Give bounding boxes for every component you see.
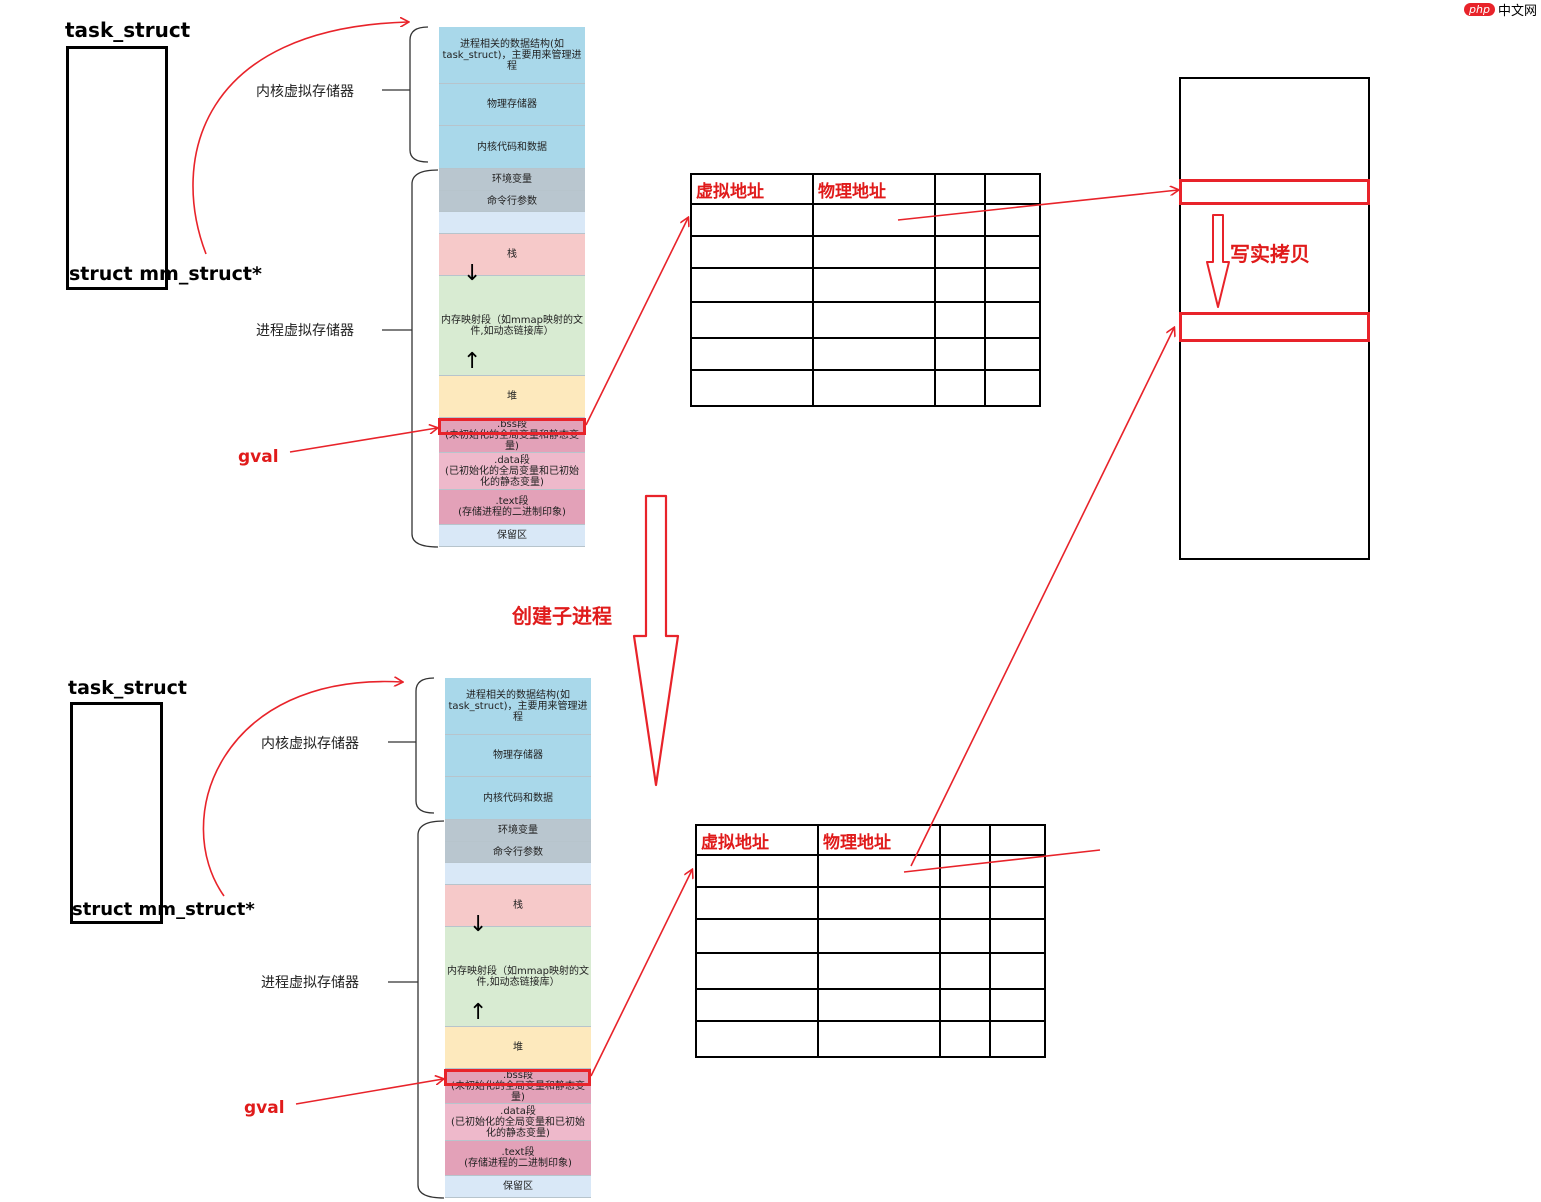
segment-text-title: .text段	[501, 1147, 535, 1158]
top-page-table: 虚拟地址 物理地址	[690, 173, 1041, 407]
bottom-page-table: 虚拟地址 物理地址	[695, 824, 1046, 1058]
bottom-task-struct-box	[70, 702, 163, 924]
create-child-arrow-icon	[632, 494, 680, 787]
create-child-label: 创建子进程	[512, 604, 612, 628]
segment-cmd: 命令行参数	[445, 842, 591, 863]
segment-reserved: 保留区	[439, 525, 585, 547]
bottom-mm-curve-arrow	[202, 682, 402, 897]
top-process-memory-label: 进程虚拟存储器	[256, 323, 354, 339]
bottom-table-to-physical-arrow	[910, 328, 1174, 867]
down-arrow-icon: ↓	[463, 261, 482, 286]
segment-heap-text: 堆	[507, 391, 517, 402]
top-mm-struct-label: struct mm_struct*	[69, 263, 262, 285]
segment-text: .text段 (存储进程的二进制印象)	[439, 490, 585, 525]
bottom-bss-to-table-arrow	[590, 870, 692, 1077]
top-bss-to-table-arrow	[585, 218, 688, 426]
bottom-task-struct-title: task_struct	[68, 677, 187, 699]
segment-bss-title: .bss段	[497, 418, 527, 430]
top-task-struct-title: task_struct	[65, 18, 191, 42]
segment-gap	[439, 212, 585, 234]
logo-badge: php	[1464, 3, 1495, 16]
top-memory-layout: 进程相关的数据结构(如task_struct)，主要用来管理进程 物理存储器 内…	[439, 27, 585, 547]
top-col-virtual: 虚拟地址	[690, 173, 814, 205]
segment-kernel-code: 内核代码和数据	[445, 777, 591, 820]
bottom-gval-label: gval	[244, 1098, 285, 1118]
bottom-process-memory-label: 进程虚拟存储器	[261, 975, 359, 991]
segment-physical-memory: 物理存储器	[445, 735, 591, 777]
segment-env: 环境变量	[439, 169, 585, 191]
segment-mmap: ↓ 内存映射段（如mmap映射的文件,如动态链接库）	[445, 914, 591, 1027]
bottom-col-virtual: 虚拟地址	[695, 824, 819, 856]
segment-bss-desc: (未初始化的全局变量和静态变量)	[445, 429, 579, 452]
logo-text: 中文网	[1497, 4, 1537, 19]
segment-heap: ↑ 堆	[445, 1002, 591, 1069]
physical-page-copy	[1179, 312, 1370, 342]
top-mm-curve-arrow	[192, 22, 408, 255]
segment-stack: 栈	[439, 234, 585, 276]
segment-bss-title: .bss段	[503, 1069, 533, 1081]
bottom-gval-arrow	[295, 1079, 443, 1105]
segment-mmap: ↓ 内存映射段（如mmap映射的文件,如动态链接库）	[439, 263, 585, 376]
top-col-physical: 物理地址	[812, 173, 936, 205]
segment-gap	[445, 863, 591, 885]
up-arrow-icon: ↑	[469, 1000, 488, 1025]
top-bss-highlight	[438, 418, 586, 435]
segment-task-data: 进程相关的数据结构(如task_struct)，主要用来管理进程	[445, 678, 591, 735]
segment-data: .data段 (已初始化的全局变量和已初始化的静态变量)	[445, 1104, 591, 1141]
segment-cmd: 命令行参数	[439, 191, 585, 212]
segment-kernel-code: 内核代码和数据	[439, 126, 585, 169]
segment-reserved: 保留区	[445, 1176, 591, 1198]
bottom-process-brace	[388, 820, 445, 1199]
top-kernel-memory-label: 内核虚拟存储器	[256, 84, 354, 100]
site-logo: php 中文网	[1464, 0, 1537, 19]
segment-bss-desc: (未初始化的全局变量和静态变量)	[451, 1080, 585, 1103]
segment-heap: ↑ 堆	[439, 351, 585, 418]
segment-data-title: .data段	[494, 454, 530, 466]
segment-data-desc: (已初始化的全局变量和已初始化的静态变量)	[445, 465, 579, 488]
bottom-memory-layout: 进程相关的数据结构(如task_struct)，主要用来管理进程 物理存储器 内…	[445, 678, 591, 1198]
segment-physical-memory: 物理存储器	[439, 84, 585, 126]
segment-bss: .bss段 (未初始化的全局变量和静态变量)	[445, 1069, 591, 1104]
segment-data-title: .data段	[500, 1105, 536, 1117]
segment-text-desc: (存储进程的二进制印象)	[458, 507, 566, 518]
physical-page-original	[1179, 179, 1370, 205]
segment-bss: .bss段 (未初始化的全局变量和静态变量)	[439, 418, 585, 453]
bottom-mm-struct-label: struct mm_struct*	[72, 899, 255, 920]
bottom-kernel-brace	[388, 677, 435, 814]
segment-env: 环境变量	[445, 820, 591, 842]
top-gval-arrow	[289, 428, 437, 453]
up-arrow-icon: ↑	[463, 349, 482, 374]
segment-data: .data段 (已初始化的全局变量和已初始化的静态变量)	[439, 453, 585, 490]
top-process-brace	[382, 169, 439, 548]
segment-heap-text: 堆	[513, 1042, 523, 1053]
segment-stack: 栈	[445, 885, 591, 927]
segment-mmap-text: 内存映射段（如mmap映射的文件,如动态链接库）	[441, 314, 583, 337]
bottom-col-physical: 物理地址	[817, 824, 941, 856]
segment-data-desc: (已初始化的全局变量和已初始化的静态变量)	[451, 1116, 585, 1139]
segment-text: .text段 (存储进程的二进制印象)	[445, 1141, 591, 1176]
top-gval-label: gval	[238, 447, 279, 467]
segment-text-title: .text段	[495, 496, 529, 507]
segment-text-desc: (存储进程的二进制印象)	[464, 1158, 572, 1169]
bottom-kernel-memory-label: 内核虚拟存储器	[261, 736, 359, 752]
down-arrow-icon: ↓	[469, 912, 488, 937]
top-kernel-brace	[382, 26, 429, 163]
top-task-struct-box	[66, 46, 168, 290]
segment-task-data: 进程相关的数据结构(如task_struct)，主要用来管理进程	[439, 27, 585, 84]
segment-mmap-text: 内存映射段（如mmap映射的文件,如动态链接库）	[447, 965, 589, 988]
copy-on-write-label: 写实拷贝	[1230, 242, 1310, 266]
bottom-bss-highlight	[444, 1069, 591, 1086]
